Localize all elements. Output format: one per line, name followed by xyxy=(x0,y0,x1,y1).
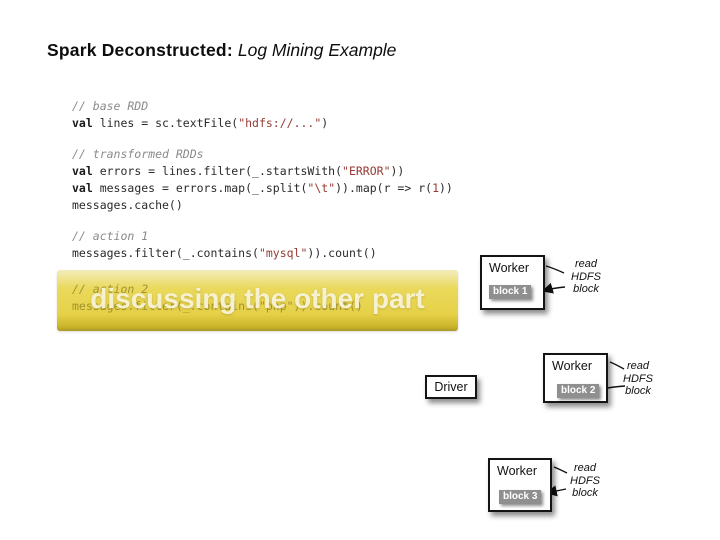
note-line: block xyxy=(572,487,598,499)
driver-label: Driver xyxy=(434,380,468,394)
worker2-block-badge: block 2 xyxy=(557,384,600,398)
worker3-box: Worker block 3 xyxy=(488,458,552,512)
worker2-label: Worker xyxy=(552,359,593,373)
note-line: HDFS xyxy=(623,372,653,385)
worker1-note: read HDFS block xyxy=(562,258,610,296)
note-line: read xyxy=(626,360,650,372)
worker1-label: Worker xyxy=(489,261,530,275)
worker3-note: read HDFS block xyxy=(561,462,609,500)
code-line: val messages = errors.map(_.split("\t"))… xyxy=(72,181,453,195)
worker1-box: Worker block 1 xyxy=(480,255,545,310)
highlight-overlay-text: discussing the other part xyxy=(90,283,425,314)
code-line: // base RDD xyxy=(72,99,149,113)
code-line: // action 1 xyxy=(72,229,149,243)
code-line: messages.cache() xyxy=(72,198,183,212)
code-line: val lines = sc.textFile("hdfs://...") xyxy=(72,116,329,130)
note-line: block xyxy=(625,385,651,397)
note-line: read xyxy=(573,462,597,474)
highlight-code-line: // action 2 xyxy=(72,282,149,296)
page-title-bold: Spark Deconstructed: xyxy=(47,40,233,60)
driver-box: Driver xyxy=(425,375,477,399)
worker3-block-badge: block 3 xyxy=(499,490,542,504)
worker2-note: read HDFS block xyxy=(614,360,662,398)
note-line: block xyxy=(573,283,599,295)
code-line: val errors = lines.filter(_.startsWith("… xyxy=(72,164,405,178)
note-line: HDFS xyxy=(571,270,601,283)
note-line: HDFS xyxy=(570,474,600,487)
page-title-italic: Log Mining Example xyxy=(237,40,397,60)
code-line: // transformed RDDs xyxy=(72,147,204,161)
worker3-label: Worker xyxy=(497,464,538,478)
page-title: Spark Deconstructed:Log Mining Example xyxy=(47,40,396,61)
code-line xyxy=(72,214,453,228)
highlight-box: // action 2 messages.filter(_.contains("p… xyxy=(57,270,458,331)
highlight-code-line: messages.filter(_.contains("php")).count… xyxy=(72,299,363,313)
code-line xyxy=(72,132,453,146)
worker2-box: Worker block 2 xyxy=(543,353,608,403)
note-line: read xyxy=(574,258,598,270)
worker1-block-badge: block 1 xyxy=(489,285,532,299)
highlight-box-code: // action 2 messages.filter(_.contains("p… xyxy=(72,281,363,315)
code-block: // base RDD val lines = sc.textFile("hdfs… xyxy=(72,98,453,262)
code-line: messages.filter(_.contains("mysql")).cou… xyxy=(72,246,377,260)
